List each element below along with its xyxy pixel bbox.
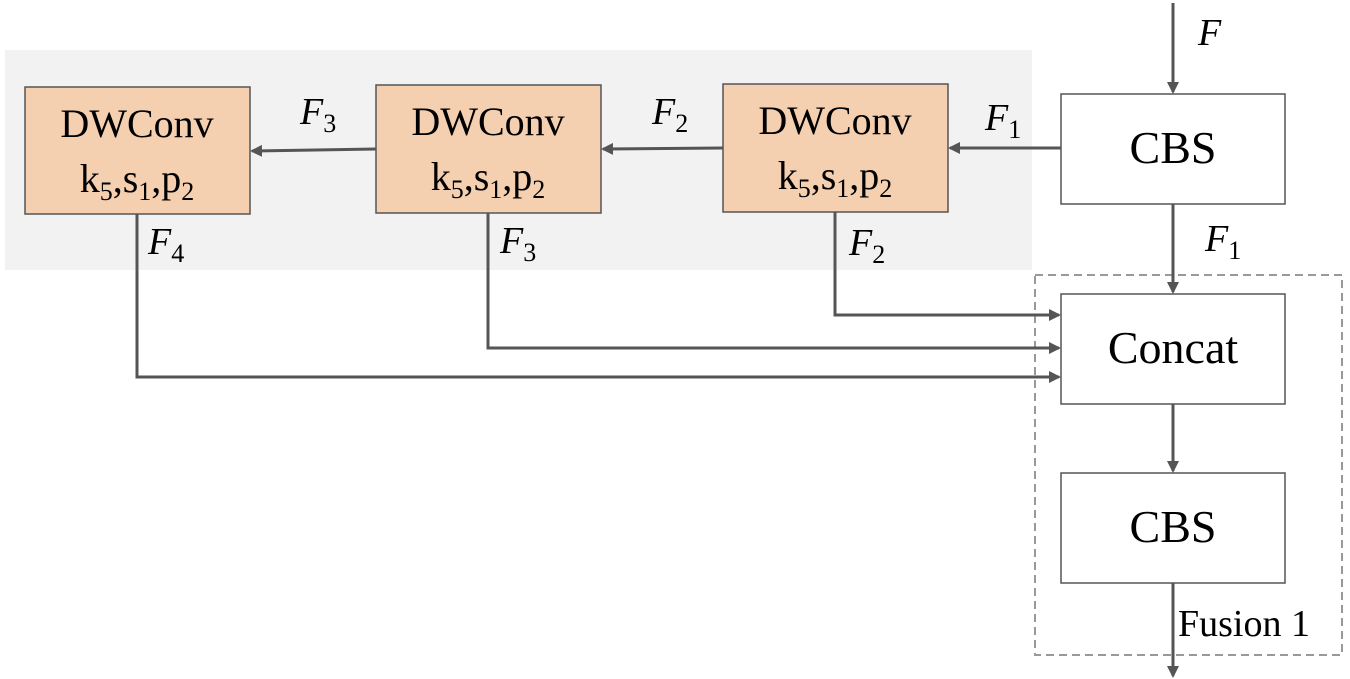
- edge-label-f2-bottom: F2: [848, 222, 885, 269]
- edge-label-f3-bottom: F3: [499, 220, 536, 267]
- dwconv-box-2: DWConv k5,s1,p2: [375, 84, 602, 214]
- dwconv1-to-concat-arrow: [135, 214, 1061, 383]
- dwconv-params: k5,s1,p2: [80, 156, 195, 206]
- edge-label-f2-top: F2: [651, 91, 688, 138]
- edge-label-f3-top: F3: [299, 91, 336, 138]
- cbs-bottom-box: CBS: [1060, 472, 1286, 584]
- cbs-top-label: CBS: [1130, 122, 1217, 173]
- dwconv2-to-dwconv1-arrow: [250, 144, 377, 157]
- cbs-bottom-label: CBS: [1130, 501, 1217, 552]
- input-label: F: [1197, 12, 1222, 54]
- fusion-boundary: [1034, 274, 1343, 656]
- edge-label-f4-bottom: F4: [147, 221, 184, 268]
- dwconv-box-1: DWConv k5,s1,p2: [24, 86, 251, 215]
- dwconv-title: DWConv: [411, 99, 564, 144]
- dwconv3-to-dwconv2-arrow: [601, 142, 724, 155]
- cbs-top-box: CBS: [1060, 93, 1286, 205]
- edge-label-f1-top: F1: [984, 97, 1021, 144]
- dwconv-title: DWConv: [758, 98, 911, 143]
- dwconv-title: DWConv: [60, 101, 213, 146]
- dwconv-params: k5,s1,p2: [431, 154, 546, 204]
- concat-box: Concat: [1060, 293, 1286, 405]
- concat-label: Concat: [1108, 322, 1239, 373]
- dwconv-params: k5,s1,p2: [778, 153, 893, 203]
- dwconv3-to-concat-arrow: [833, 212, 1061, 321]
- fusion-label: Fusion 1: [1178, 603, 1310, 645]
- edge-label-f1-right: F1: [1204, 218, 1241, 265]
- dwconv2-to-concat-arrow: [486, 213, 1061, 354]
- dwconv-box-3: DWConv k5,s1,p2: [722, 83, 949, 213]
